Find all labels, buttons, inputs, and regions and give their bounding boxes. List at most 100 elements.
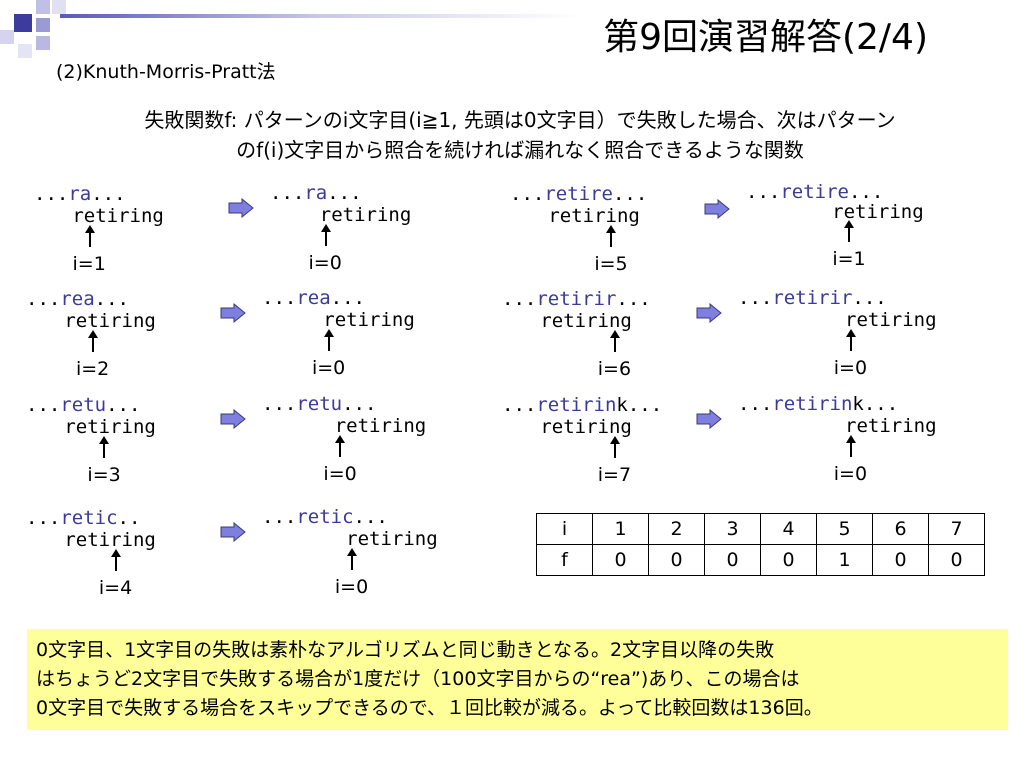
index-label-after: i=0: [323, 463, 357, 485]
text-matched: retirir: [536, 288, 617, 310]
text-suffix: ...: [330, 287, 365, 309]
text-before: ...retirink...: [502, 394, 662, 416]
index-label-before: i=4: [98, 577, 133, 599]
header-line: [60, 14, 580, 18]
text-matched: retu: [60, 394, 107, 416]
text-prefix: ...: [746, 181, 781, 203]
text-prefix: ...: [26, 394, 61, 416]
text-matched: retic: [60, 507, 118, 529]
table-cell: 2: [648, 513, 705, 545]
text-matched: rea: [60, 288, 95, 310]
description-line-2: のf(i)文字目から照合を続ければ漏れなく照合できるような関数: [236, 138, 804, 162]
right-arrow-icon: [220, 409, 246, 429]
up-pointer-icon: [844, 220, 855, 242]
table-cell: 0: [928, 544, 985, 576]
right-arrow-icon: [696, 303, 722, 323]
text-after: ...retire...: [746, 181, 883, 203]
up-pointer-icon: [606, 225, 617, 247]
pattern-after: retiring: [832, 201, 924, 223]
text-prefix: ...: [738, 393, 773, 415]
index-label-before: i=6: [597, 358, 632, 380]
table-header-i: i: [536, 513, 593, 545]
up-pointer-icon: [99, 436, 110, 458]
pattern-after: retiring: [845, 415, 937, 437]
table-cell: 6: [872, 513, 929, 545]
up-pointer-icon: [845, 329, 856, 351]
text-suffix: k...: [852, 393, 899, 415]
text-matched: retire: [544, 183, 613, 205]
index-label-before: i=5: [594, 253, 628, 275]
index-label-before: i=2: [75, 358, 110, 380]
pattern-before: retiring: [540, 416, 632, 438]
text-suffix: ..: [117, 507, 141, 529]
index-label-after: i=0: [334, 576, 369, 598]
failure-function-table: i 1 2 3 4 5 6 7 f 0 0 0 0 1 0 0: [536, 513, 985, 576]
pattern-before: retiring: [548, 205, 640, 227]
text-before: ...retire...: [510, 183, 647, 205]
right-arrow-icon: [228, 198, 254, 218]
text-prefix: ...: [262, 287, 297, 309]
table-cell: 0: [648, 544, 705, 576]
pattern-before: retiring: [540, 310, 632, 332]
text-suffix: ...: [91, 183, 126, 205]
up-pointer-icon: [335, 435, 346, 457]
pattern-before: retiring: [72, 205, 164, 227]
index-label-after: i=0: [311, 357, 346, 379]
text-prefix: ...: [26, 507, 61, 529]
table-cell: 5: [816, 513, 873, 545]
pattern-after: retiring: [334, 415, 427, 437]
up-pointer-icon: [609, 330, 620, 352]
text-suffix: ...: [852, 287, 887, 309]
text-matched: retire: [780, 181, 849, 203]
up-pointer-icon: [323, 329, 334, 351]
text-matched: retirin: [536, 394, 617, 416]
text-matched: retu: [296, 393, 343, 415]
up-pointer-icon: [346, 548, 357, 570]
index-label-before: i=3: [87, 464, 121, 486]
text-suffix: k...: [616, 394, 663, 416]
up-pointer-icon: [84, 225, 95, 247]
conclusion-note: 0文字目、1文字目の失敗は素朴なアルゴリズムと同じ動きとなる。2文字目以降の失敗…: [27, 629, 1008, 730]
pattern-before: retiring: [64, 416, 156, 438]
note-line-2: はちょうど2文字目で失敗する場合が1度だけ（100文字目からの“rea”)あり、…: [36, 668, 800, 690]
table-cell: 4: [760, 513, 817, 545]
up-pointer-icon: [845, 435, 856, 457]
page-subtitle: (2)Knuth-Morris-Pratt法: [56, 61, 276, 83]
right-arrow-icon: [704, 199, 730, 219]
text-prefix: ...: [502, 394, 537, 416]
pattern-before: retiring: [64, 310, 156, 332]
table-row-i: i 1 2 3 4 5 6 7: [536, 513, 985, 545]
text-before: ...retu...: [26, 394, 140, 416]
text-suffix: ...: [848, 181, 884, 203]
index-label-after: i=0: [308, 252, 342, 274]
text-prefix: ...: [270, 182, 305, 204]
text-matched: retirin: [772, 393, 853, 415]
text-after: ...retirink...: [738, 393, 898, 415]
right-arrow-icon: [220, 522, 246, 542]
text-after: ...retirir...: [738, 287, 887, 309]
note-line-1: 0文字目、1文字目の失敗は素朴なアルゴリズムと同じ動きとなる。2文字目以降の失敗: [36, 639, 775, 661]
index-label-after: i=1: [832, 248, 866, 270]
text-after: ...rea...: [262, 287, 365, 309]
text-suffix: ...: [353, 506, 388, 528]
table-header-f: f: [536, 544, 593, 576]
text-prefix: ...: [738, 287, 773, 309]
up-pointer-icon: [320, 224, 331, 246]
text-after: ...retic...: [262, 506, 388, 528]
right-arrow-icon: [696, 409, 722, 429]
table-cell: 0: [872, 544, 929, 576]
text-after: ...ra...: [270, 182, 362, 204]
up-pointer-icon: [110, 549, 121, 571]
up-pointer-icon: [87, 330, 98, 352]
table-cell: 0: [760, 544, 817, 576]
text-matched: rea: [296, 287, 331, 309]
pattern-after: retiring: [323, 309, 415, 331]
text-after: ...retu...: [262, 393, 376, 415]
table-cell: 1: [816, 544, 873, 576]
index-label-after: i=0: [833, 463, 868, 485]
pattern-after: retiring: [346, 528, 438, 550]
table-cell: 0: [704, 544, 761, 576]
text-before: ...retirir...: [502, 288, 651, 310]
up-pointer-icon: [609, 436, 620, 458]
note-line-3: 0文字目で失敗する場合をスキップできるので、１回比較が減る。よって比較回数は13…: [36, 697, 823, 719]
